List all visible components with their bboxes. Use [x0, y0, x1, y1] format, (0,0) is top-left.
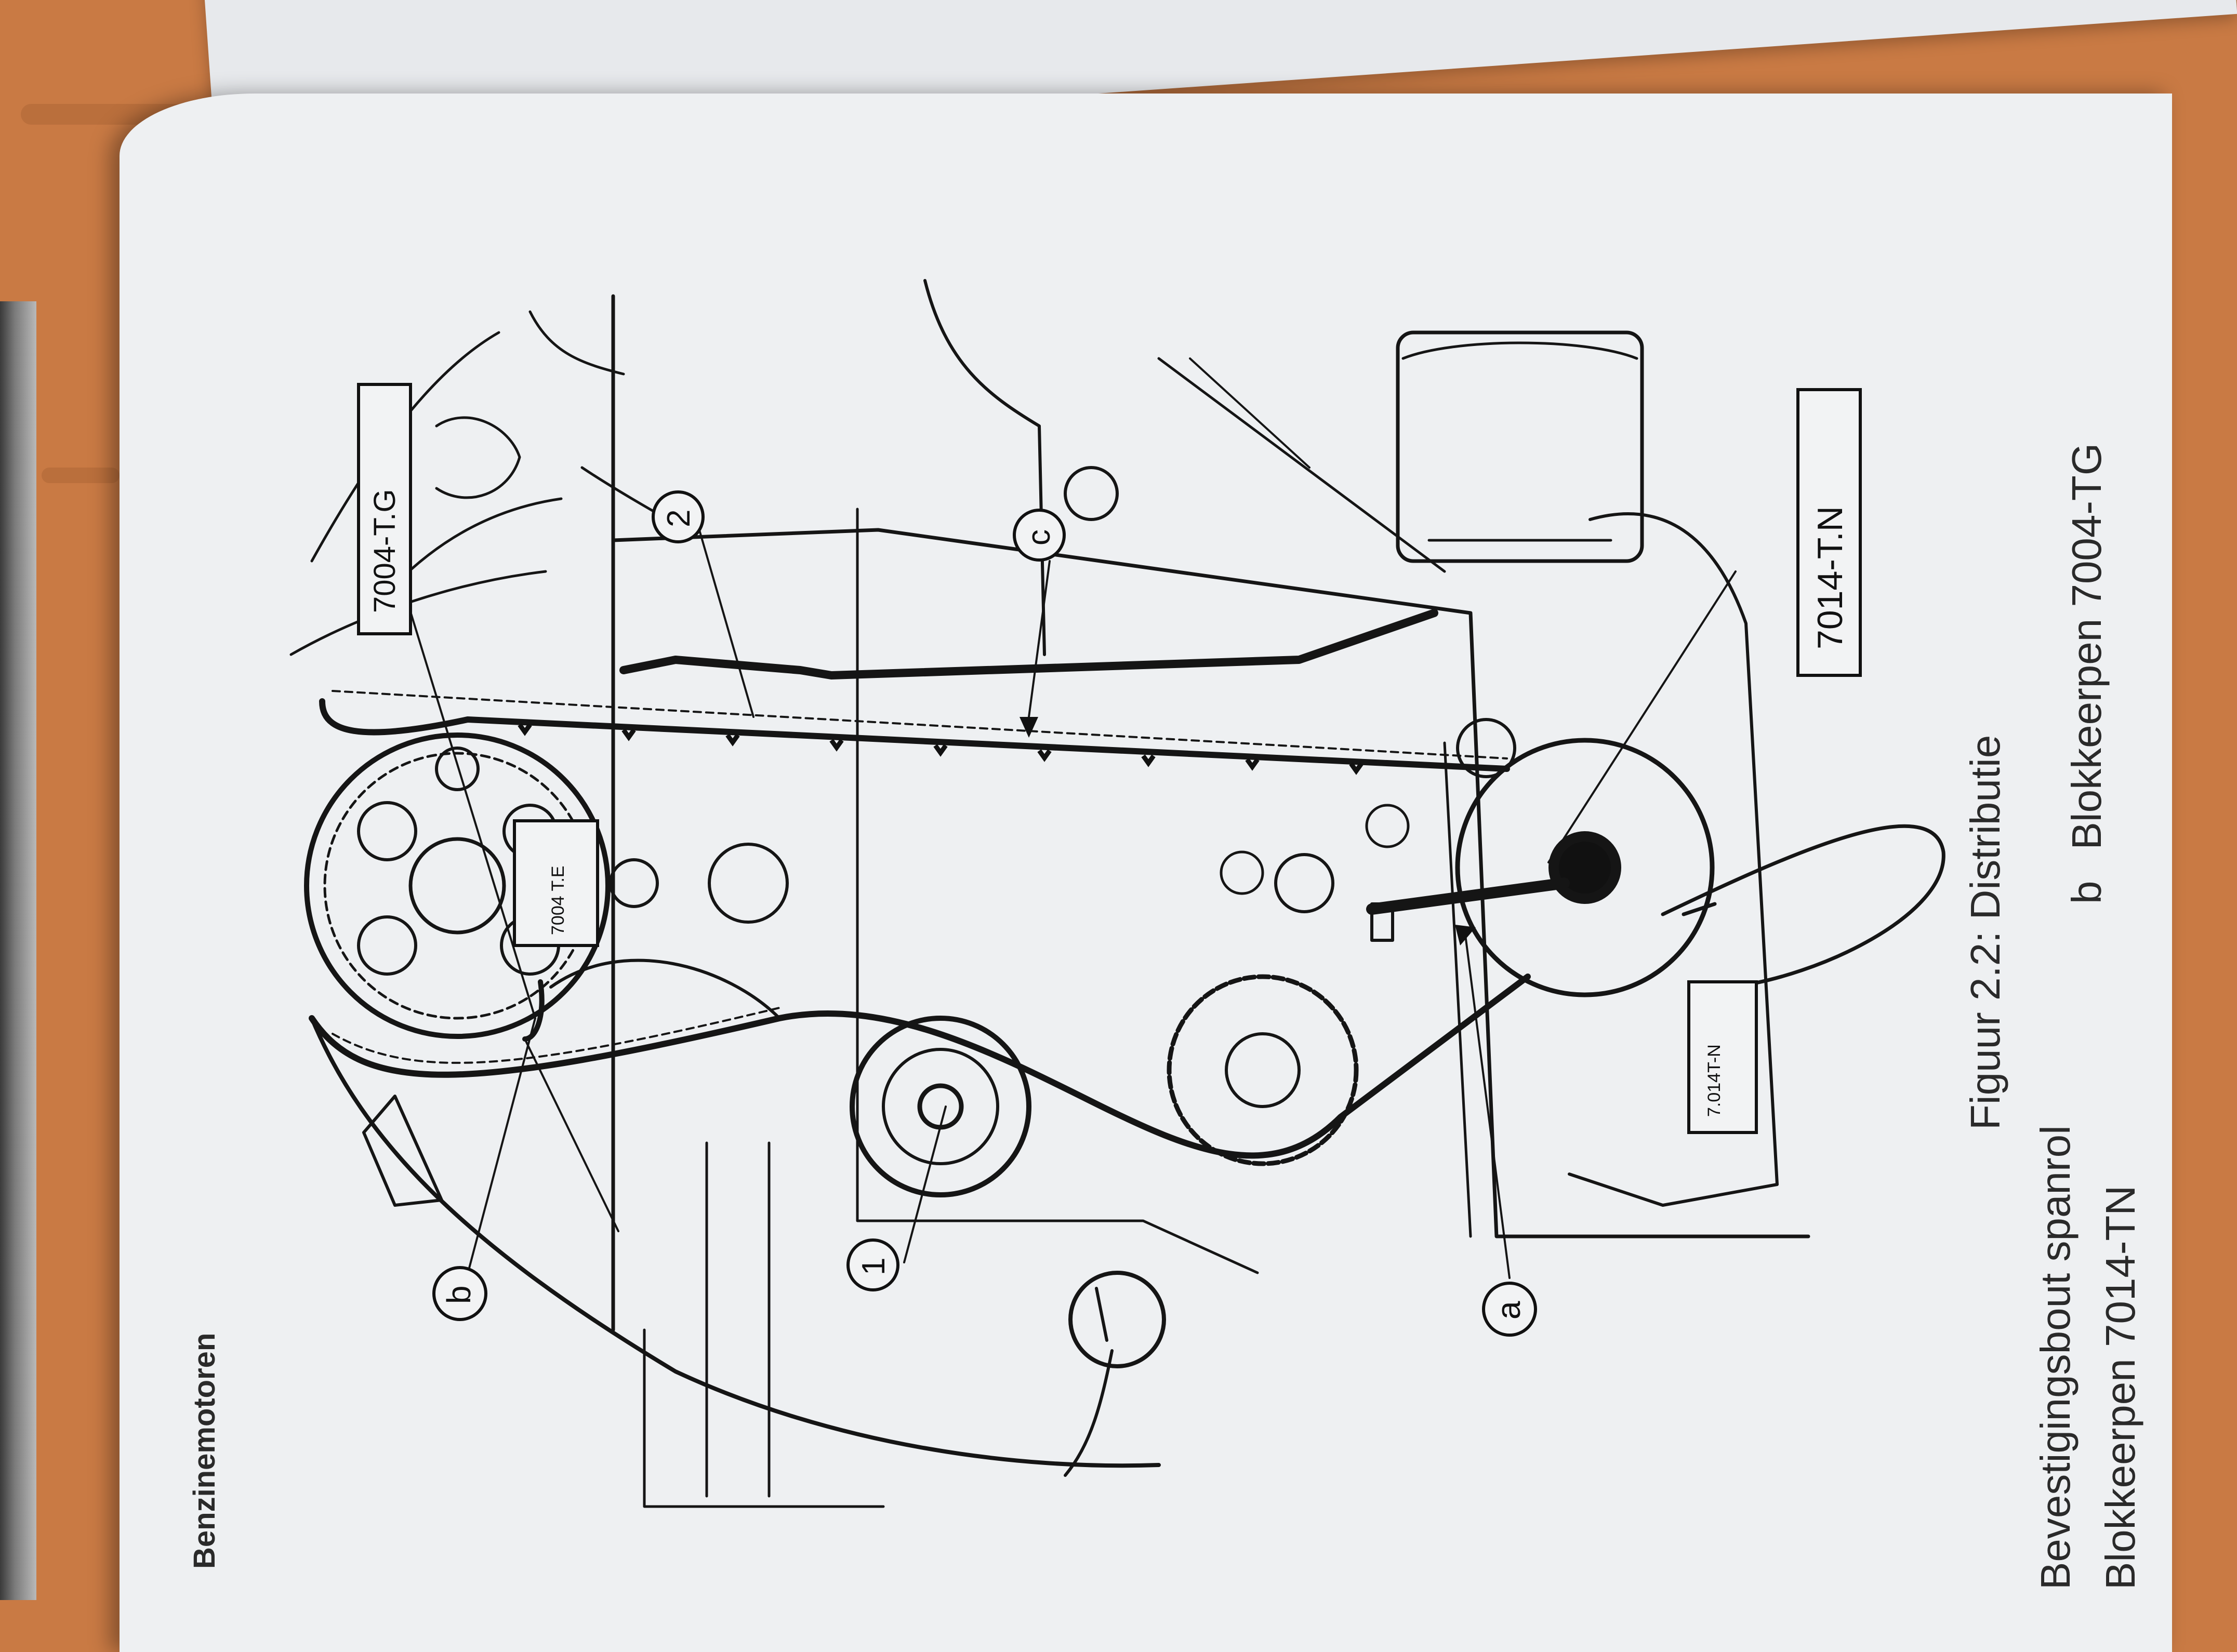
callout-1-text: 1	[856, 1258, 892, 1275]
timing-belt-diagram: 7004-T.G 7004 T.E 7014-T.N 7.014T-N 1 2 …	[289, 279, 1945, 1508]
callout-c-text: c	[1021, 529, 1057, 545]
crank-locking-pin	[1366, 877, 1570, 915]
locking-pin-cable	[1661, 824, 1945, 989]
callout-c: c	[1013, 509, 1066, 562]
legend-item-b-text: Blokkeerpen 7004-TG	[2063, 443, 2110, 850]
water-pump-sprocket	[1167, 974, 1359, 1166]
crankshaft-sprocket	[1455, 738, 1715, 997]
block-outline	[611, 294, 1810, 1332]
figure-caption: Figuur 2.2: Distributie	[1962, 735, 2008, 1130]
tool-plate-crank-text: 7.014T-N	[1704, 1044, 1724, 1117]
legend-item-2: Blokkeerpen 7014-TN	[2097, 1185, 2143, 1590]
cam-locking-pin	[522, 979, 545, 1042]
tool-label-bottom-text: 7014-T.N	[1810, 506, 1850, 649]
tensioner-pulley	[850, 1016, 1031, 1197]
tool-label-top-text: 7004-T.G	[368, 489, 402, 613]
timing-belt-upper	[319, 698, 1510, 772]
tool-label-bottom: 7014-T.N	[1796, 388, 1862, 677]
tool-plate-cam-text: 7004 T.E	[548, 865, 568, 935]
callout-1: 1	[846, 1238, 899, 1291]
running-header: Benzinemotoren	[188, 1333, 221, 1569]
callout-b: b	[432, 1266, 487, 1321]
wood-grain	[42, 468, 120, 483]
legend-item-1: Bevestigingsbout spanrol	[2032, 1125, 2079, 1590]
manual-page	[120, 94, 2172, 1652]
callout-b-text: b	[440, 1285, 478, 1304]
tool-plate-cam: 7004 T.E	[513, 819, 599, 947]
tool-plate-crank: 7.014T-N	[1687, 980, 1758, 1134]
accessory-belt	[310, 1016, 1161, 1468]
oil-filter	[1396, 330, 1644, 563]
tool-label-top: 7004-T.G	[357, 383, 412, 635]
callout-a-text: a	[1490, 1301, 1527, 1320]
legend-item-b-letter: b	[2063, 881, 2110, 904]
book-edge	[0, 301, 36, 1600]
camshaft-sprocket	[304, 732, 611, 1039]
legend-item-b: b Blokkeerpen 7004-TG	[2063, 412, 2111, 904]
callout-a: a	[1482, 1282, 1537, 1337]
timing-belt-lower	[309, 974, 1531, 1159]
head-gasket-line	[619, 609, 1438, 680]
callout-2: 2	[652, 490, 705, 543]
callout-2-text: 2	[661, 510, 697, 527]
